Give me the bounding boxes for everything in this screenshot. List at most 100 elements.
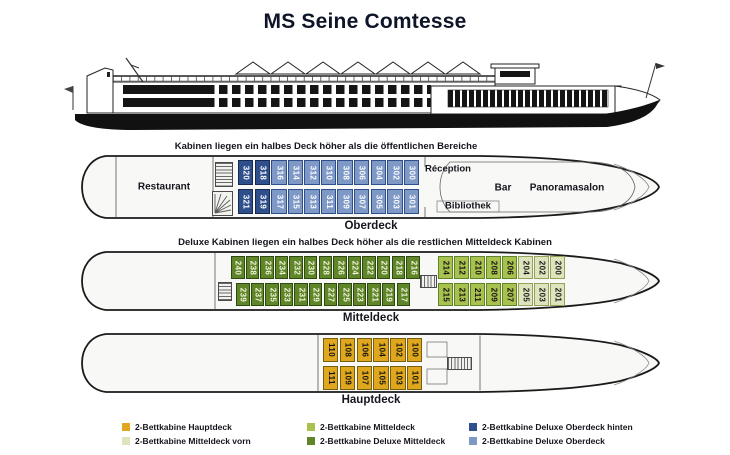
cabin-231[interactable]: 231	[294, 283, 308, 306]
cabin-219[interactable]: 219	[381, 283, 396, 306]
cabin-205[interactable]: 205	[518, 283, 533, 306]
cabin-number: 306	[357, 165, 367, 180]
cabin-232[interactable]: 232	[289, 256, 303, 279]
cabin-308[interactable]: 308	[337, 160, 353, 185]
cabin-230[interactable]: 230	[303, 256, 318, 279]
cabin-number: 235	[267, 287, 277, 302]
cabin-312[interactable]: 312	[304, 160, 320, 185]
cabin-108[interactable]: 108	[339, 338, 356, 362]
cabin-317[interactable]: 317	[271, 189, 287, 214]
cabin-number: 309	[341, 194, 351, 209]
cabin-202[interactable]: 202	[534, 256, 549, 279]
cabin-210[interactable]: 210	[470, 256, 485, 279]
cabin-number: 318	[258, 165, 268, 180]
cabin-224[interactable]: 224	[347, 256, 362, 279]
cabin-213[interactable]: 213	[454, 283, 469, 306]
cabin-111[interactable]: 111	[323, 366, 339, 390]
cabin-number: 200	[553, 260, 563, 275]
reception-area-label: Réception	[425, 163, 471, 175]
cabin-209[interactable]: 209	[486, 283, 501, 306]
cabin-216[interactable]: 216	[406, 256, 420, 279]
cabin-105[interactable]: 105	[373, 366, 389, 390]
cabin-212[interactable]: 212	[454, 256, 469, 279]
cabin-215[interactable]: 215	[438, 283, 453, 306]
cabin-200[interactable]: 200	[550, 256, 565, 279]
cabin-304[interactable]: 304	[370, 160, 387, 185]
cabin-number: 103	[393, 370, 403, 386]
cabin-234[interactable]: 234	[274, 256, 289, 279]
hauptdeck-hull-outline	[81, 333, 660, 393]
cabin-305[interactable]: 305	[370, 189, 387, 214]
cabin-203[interactable]: 203	[534, 283, 549, 306]
cabin-240[interactable]: 240	[231, 256, 245, 279]
cabin-214[interactable]: 214	[438, 256, 453, 279]
cabin-321[interactable]: 321	[238, 189, 254, 214]
oberdeck-spiral-stairs-icon	[212, 191, 233, 216]
cabin-310[interactable]: 310	[320, 160, 337, 185]
cabin-318[interactable]: 318	[254, 160, 270, 185]
cabin-204[interactable]: 204	[518, 256, 533, 279]
cabin-number: 305	[374, 194, 384, 209]
cabin-101[interactable]: 101	[406, 366, 423, 390]
mitteldeck-center-stairs-icon	[420, 275, 437, 288]
cabin-301[interactable]: 301	[403, 189, 420, 214]
cabin-307[interactable]: 307	[354, 189, 370, 214]
cabin-319[interactable]: 319	[254, 189, 270, 214]
cabin-218[interactable]: 218	[391, 256, 406, 279]
cabin-106[interactable]: 106	[356, 338, 372, 362]
cabin-237[interactable]: 237	[250, 283, 265, 306]
cabin-109[interactable]: 109	[339, 366, 356, 390]
cabin-225[interactable]: 225	[338, 283, 352, 306]
cabin-110[interactable]: 110	[323, 338, 339, 362]
cabin-number: 105	[377, 370, 387, 386]
cabin-309[interactable]: 309	[337, 189, 353, 214]
cabin-233[interactable]: 233	[279, 283, 294, 306]
cabin-320[interactable]: 320	[238, 160, 254, 185]
cabin-238[interactable]: 238	[245, 256, 260, 279]
cabin-103[interactable]: 103	[390, 366, 406, 390]
cabin-206[interactable]: 206	[502, 256, 517, 279]
cabin-239[interactable]: 239	[236, 283, 250, 306]
cabin-228[interactable]: 228	[318, 256, 333, 279]
cabin-211[interactable]: 211	[470, 283, 485, 306]
cabin-223[interactable]: 223	[352, 283, 367, 306]
cabin-number: 210	[473, 260, 483, 275]
cabin-306[interactable]: 306	[354, 160, 370, 185]
cabin-302[interactable]: 302	[387, 160, 403, 185]
cabin-300[interactable]: 300	[403, 160, 420, 185]
cabin-number: 300	[407, 165, 417, 180]
cabin-208[interactable]: 208	[486, 256, 501, 279]
cabin-102[interactable]: 102	[390, 338, 406, 362]
cabin-number: 314	[291, 165, 301, 180]
cabin-number: 214	[441, 260, 451, 275]
cabin-229[interactable]: 229	[308, 283, 323, 306]
cabin-227[interactable]: 227	[323, 283, 338, 306]
cabin-217[interactable]: 217	[396, 283, 411, 306]
cabin-104[interactable]: 104	[373, 338, 389, 362]
cabin-220[interactable]: 220	[376, 256, 391, 279]
cabin-107[interactable]: 107	[356, 366, 372, 390]
cabin-100[interactable]: 100	[406, 338, 423, 362]
cabin-303[interactable]: 303	[387, 189, 403, 214]
legend-swatch	[307, 423, 315, 431]
cabin-226[interactable]: 226	[333, 256, 347, 279]
cabin-316[interactable]: 316	[271, 160, 287, 185]
cabin-207[interactable]: 207	[502, 283, 517, 306]
cabin-236[interactable]: 236	[260, 256, 274, 279]
cabin-number: 304	[374, 165, 384, 180]
cabin-number: 302	[390, 165, 400, 180]
cabin-221[interactable]: 221	[367, 283, 381, 306]
hauptdeck-center-stairs-icon	[447, 357, 472, 370]
cabin-number: 223	[355, 287, 365, 302]
cabin-222[interactable]: 222	[362, 256, 376, 279]
cabin-311[interactable]: 311	[320, 189, 337, 214]
cabin-315[interactable]: 315	[287, 189, 304, 214]
legend-item-h: 2-Bettkabine Hauptdeck	[122, 422, 232, 432]
cabin-313[interactable]: 313	[304, 189, 320, 214]
cabin-number: 104	[377, 342, 387, 358]
cabin-201[interactable]: 201	[550, 283, 565, 306]
cabin-314[interactable]: 314	[287, 160, 304, 185]
cabin-235[interactable]: 235	[265, 283, 279, 306]
